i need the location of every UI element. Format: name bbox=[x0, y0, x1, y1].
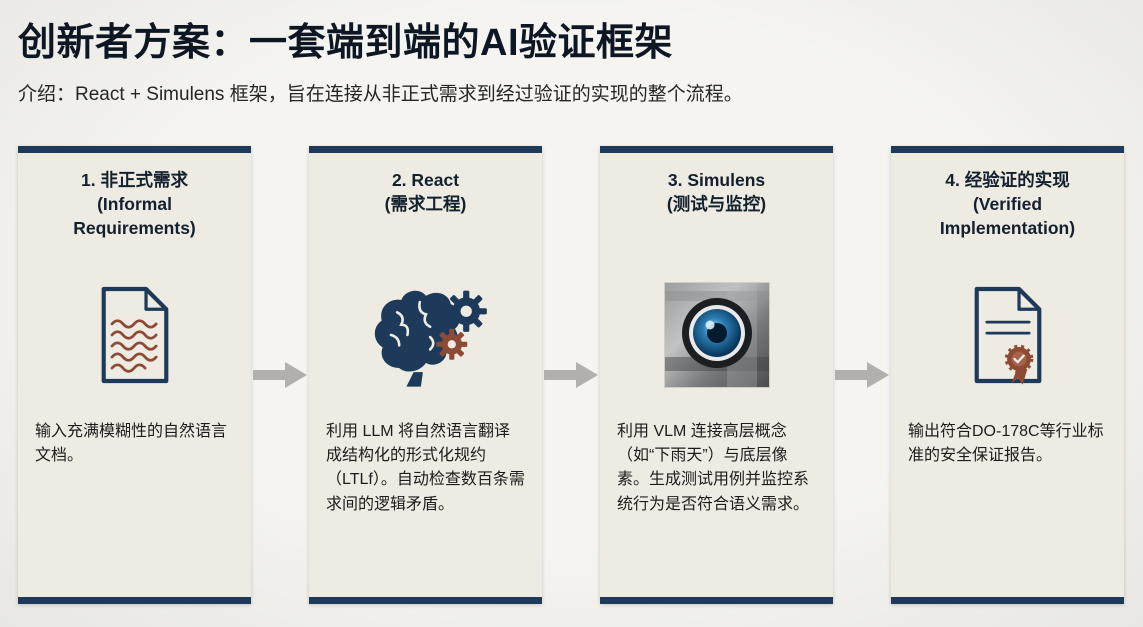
flow-arrow bbox=[833, 146, 891, 604]
card-react: 2. React (需求工程) bbox=[309, 145, 542, 604]
gear-icon bbox=[435, 328, 467, 360]
flow-arrow bbox=[251, 146, 309, 604]
gear-icon bbox=[445, 290, 487, 332]
step-icon-area bbox=[309, 260, 542, 410]
step-heading: 3. Simulens (测试与监控) bbox=[600, 168, 833, 260]
arrow-right-icon bbox=[253, 361, 307, 388]
step-heading-line2: (测试与监控) bbox=[666, 193, 767, 214]
certificate-icon bbox=[974, 286, 1041, 385]
step-icon-area bbox=[891, 260, 1124, 410]
step-heading-line1: 4. 经验证的实现 bbox=[945, 169, 1070, 190]
brain-gears-icon bbox=[374, 290, 487, 387]
accent-bar-top bbox=[309, 145, 542, 153]
arrow-right-icon bbox=[544, 361, 598, 388]
step-description: 利用 LLM 将自然语言翻译成结构化的形式化规约（LTLf）。自动检查数百条需求… bbox=[326, 422, 525, 513]
step-icon-area bbox=[600, 260, 833, 410]
accent-bar-top bbox=[18, 145, 251, 153]
step-heading-line1: 2. React bbox=[391, 169, 460, 190]
accent-bar-top bbox=[891, 145, 1124, 153]
step-description: 利用 VLM 连接高层概念（如“下雨天”）与底层像素。生成测试用例并监控系统行为… bbox=[617, 422, 810, 513]
process-flow: 1. 非正式需求 (Informal Requirements) 输入充满模糊性… bbox=[18, 145, 1125, 604]
step-heading-line1: 1. 非正式需求 bbox=[81, 169, 188, 190]
arrow-right-icon bbox=[835, 361, 889, 388]
step-description: 输出符合DO-178C等行业标准的安全保证报告。 bbox=[908, 422, 1104, 464]
subtitle: 介绍：React + Simulens 框架，旨在连接从非正式需求到经过验证的实… bbox=[18, 83, 743, 105]
step-heading-line2: (需求工程) bbox=[384, 193, 467, 214]
camera-lens-image bbox=[664, 282, 769, 387]
accent-bar-top bbox=[600, 145, 833, 153]
step-heading-line2: (Verified Implementation) bbox=[939, 193, 1076, 238]
step-heading: 1. 非正式需求 (Informal Requirements) bbox=[18, 168, 251, 260]
step-heading: 2. React (需求工程) bbox=[309, 168, 542, 260]
step-heading-line1: 3. Simulens bbox=[667, 169, 766, 190]
card-simulens: 3. Simulens (测试与监控) bbox=[600, 145, 833, 604]
step-icon-area bbox=[18, 260, 251, 410]
page-title: 创新者方案：一套端到端的AI验证框架 bbox=[18, 22, 674, 64]
document-icon bbox=[101, 286, 168, 383]
step-heading-line2: (Informal Requirements) bbox=[73, 193, 196, 238]
accent-bar-bottom bbox=[891, 596, 1124, 604]
accent-bar-bottom bbox=[309, 596, 542, 604]
card-verified-implementation: 4. 经验证的实现 (Verified Implementation) 输出符合… bbox=[891, 145, 1124, 604]
flow-arrow bbox=[542, 146, 600, 604]
step-heading: 4. 经验证的实现 (Verified Implementation) bbox=[891, 168, 1124, 260]
card-informal-requirements: 1. 非正式需求 (Informal Requirements) 输入充满模糊性… bbox=[18, 145, 251, 604]
accent-bar-bottom bbox=[18, 596, 251, 604]
step-description: 输入充满模糊性的自然语言文档。 bbox=[35, 422, 228, 464]
accent-bar-bottom bbox=[600, 596, 833, 604]
